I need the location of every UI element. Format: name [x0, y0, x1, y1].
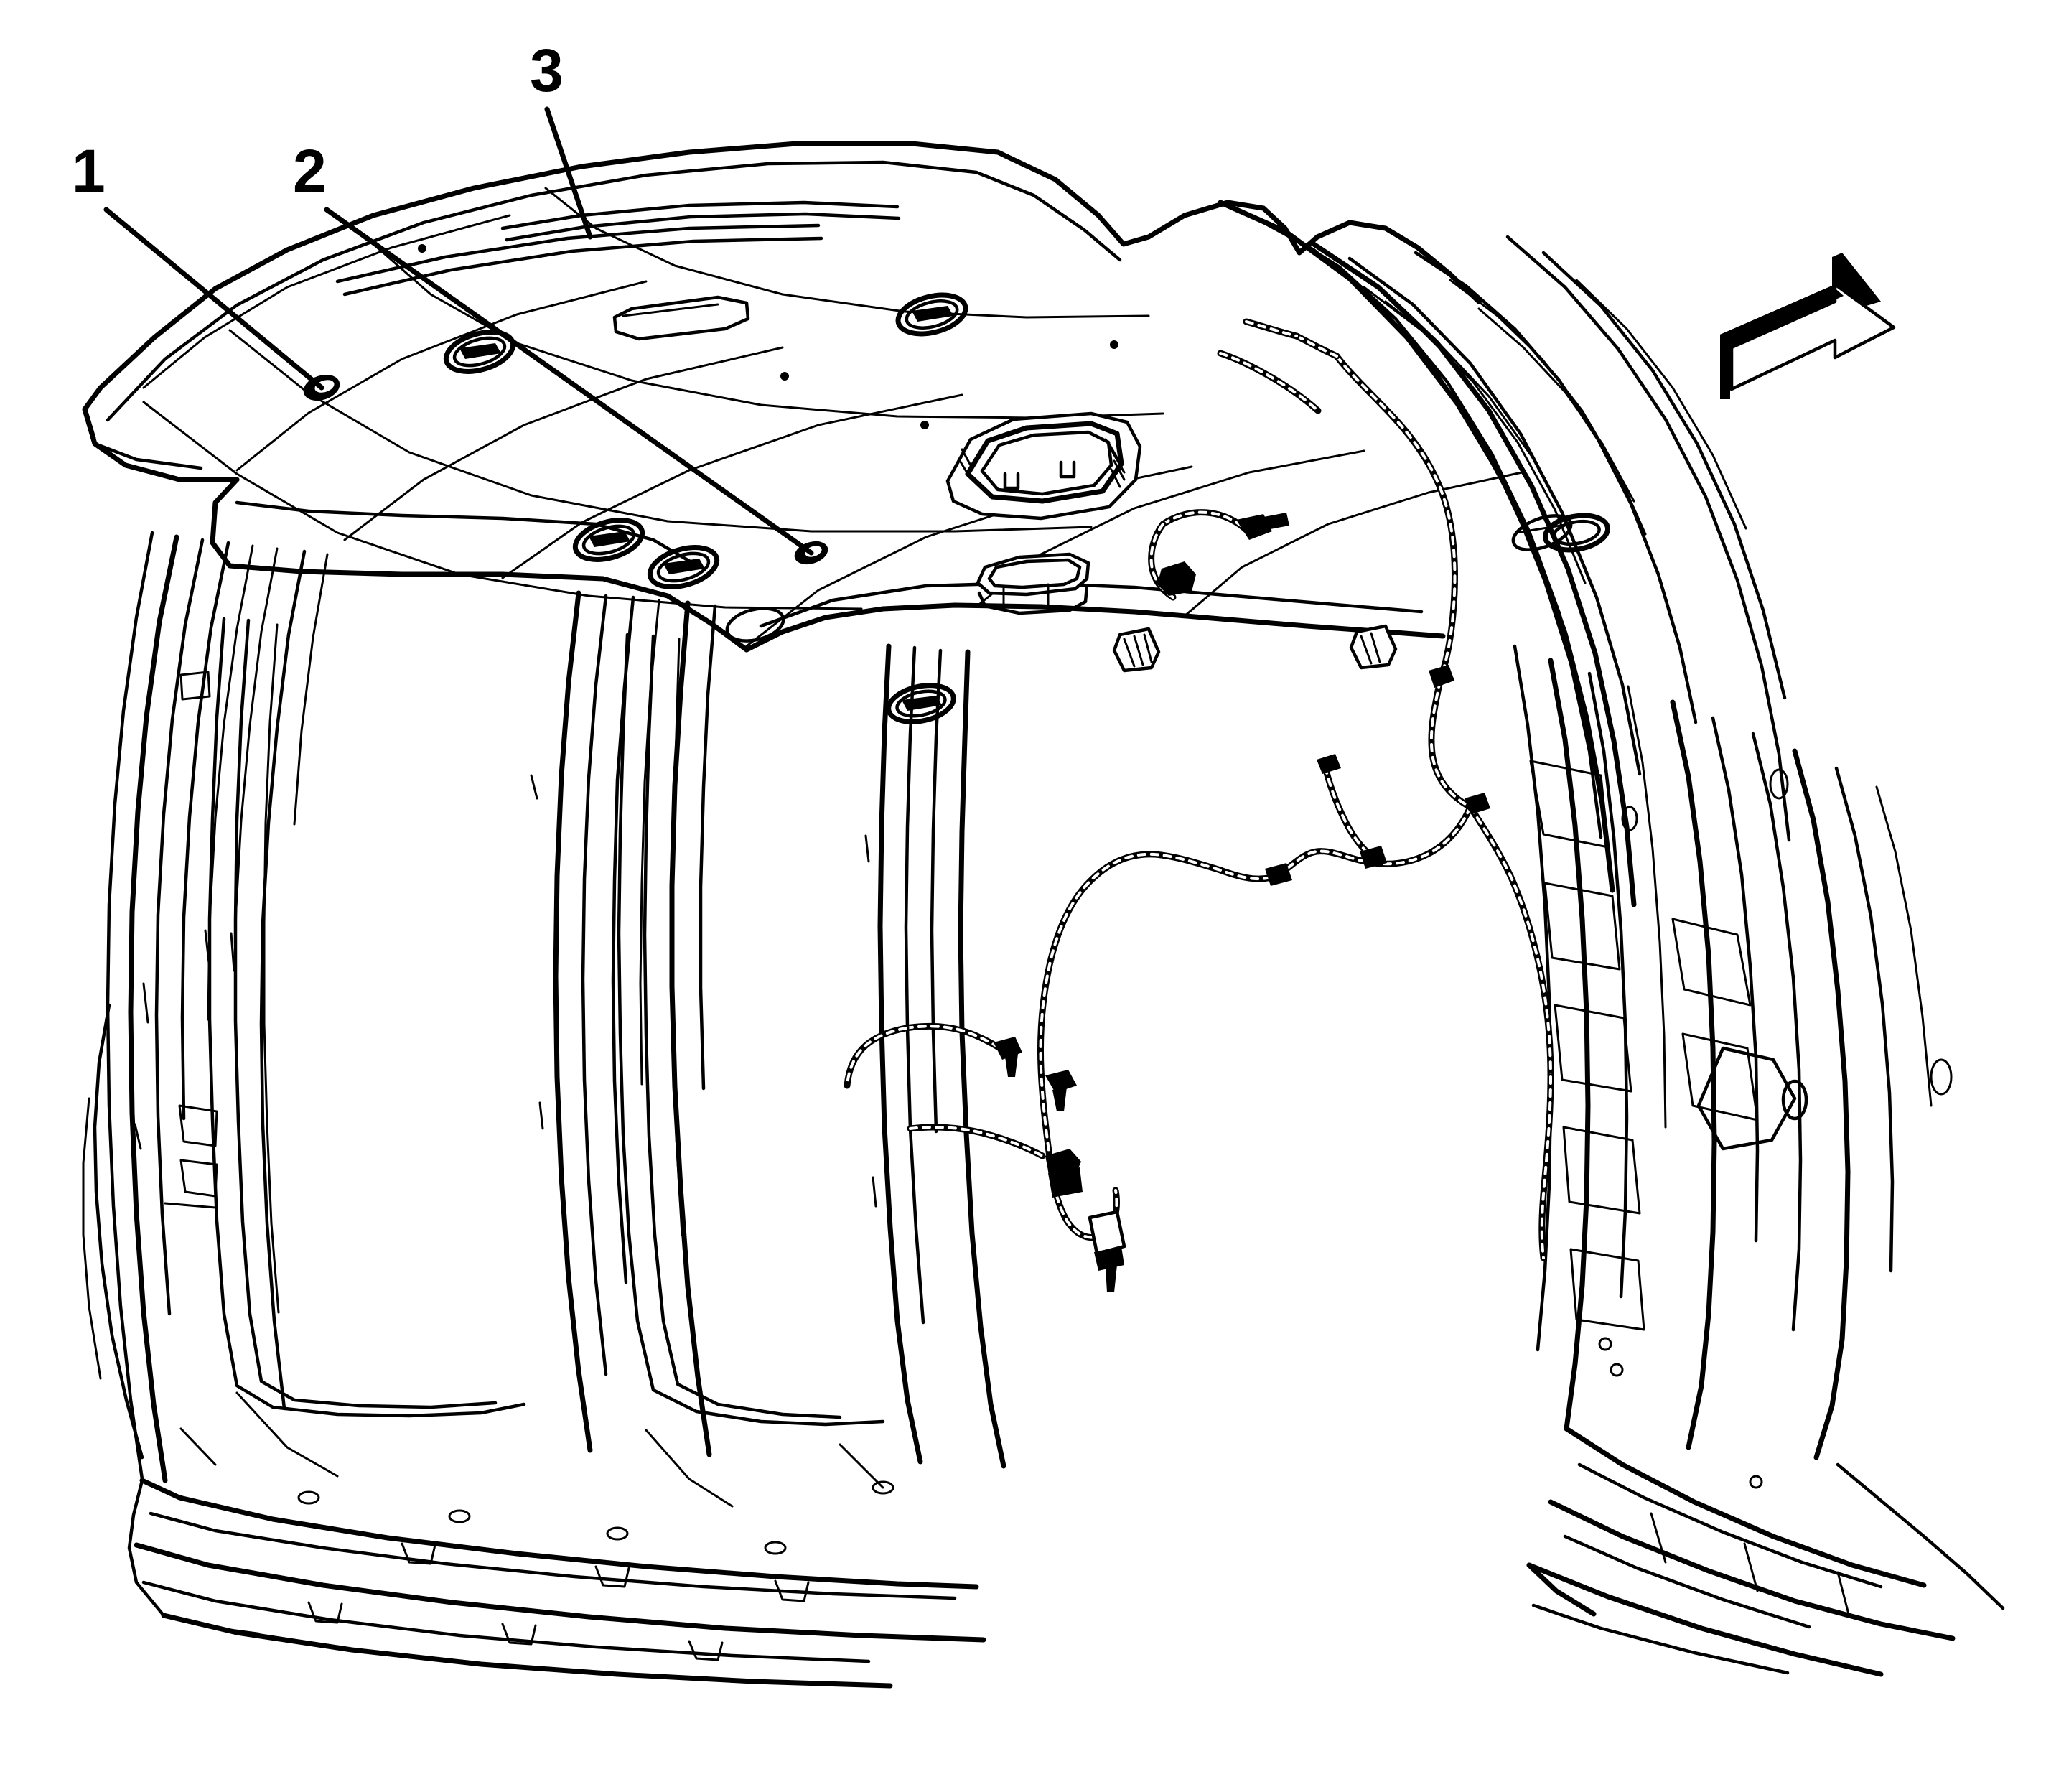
harness-connector [1088, 1210, 1126, 1292]
rear-door-opening [617, 633, 885, 1427]
callout-label-2: 2 [293, 137, 327, 205]
right-body-structure [1513, 644, 2005, 1677]
headliner-retainer-grommet [886, 683, 956, 724]
leader-line-1 [103, 207, 324, 391]
leader-line-3 [544, 106, 593, 240]
rocker-panel-sill [127, 1391, 986, 1689]
a-pillar [106, 531, 329, 1483]
harness-connector [1317, 754, 1341, 774]
harness-connector [1236, 513, 1289, 540]
harness-connector [1045, 1070, 1077, 1111]
headliner-retainer-grommet [725, 607, 785, 643]
roof-rear-structure [1414, 235, 1791, 842]
leader-line-2 [324, 207, 814, 556]
harness-retainer-clip [1429, 665, 1454, 688]
callout-leaders [103, 106, 814, 556]
left-body-outer-panel [82, 1003, 218, 1460]
headliner-retainer-grommet [443, 330, 516, 374]
roof-wiring-harness [844, 318, 1554, 1261]
harness-retainer-clip [1360, 846, 1387, 869]
headliner-trim-panel [82, 141, 1611, 724]
harness-retainer-clip [1157, 561, 1196, 596]
harness-connector [1045, 1149, 1083, 1198]
overhead-console-dome-lamp [945, 411, 1142, 521]
harness-retainer-clip [1465, 793, 1490, 814]
roof-side-rail [1218, 200, 1642, 907]
harness-grommet [1112, 627, 1161, 673]
headliner-retainer-grommet [572, 518, 645, 562]
callout-label-3: 3 [530, 37, 564, 104]
harness-retainer-clip [1265, 863, 1292, 886]
headliner-retainer-grommet [895, 292, 968, 337]
assist-grab-handle [976, 552, 1090, 615]
headliner-retainer-grommet [647, 545, 720, 589]
harness-retainer-clip [994, 1037, 1022, 1077]
vehicle-forward-direction-arrow [1720, 253, 1896, 399]
c-pillar [864, 643, 1006, 1469]
harness-grommet [1349, 624, 1398, 670]
front-door-opening [207, 617, 526, 1418]
callout-label-1: 1 [72, 137, 106, 205]
